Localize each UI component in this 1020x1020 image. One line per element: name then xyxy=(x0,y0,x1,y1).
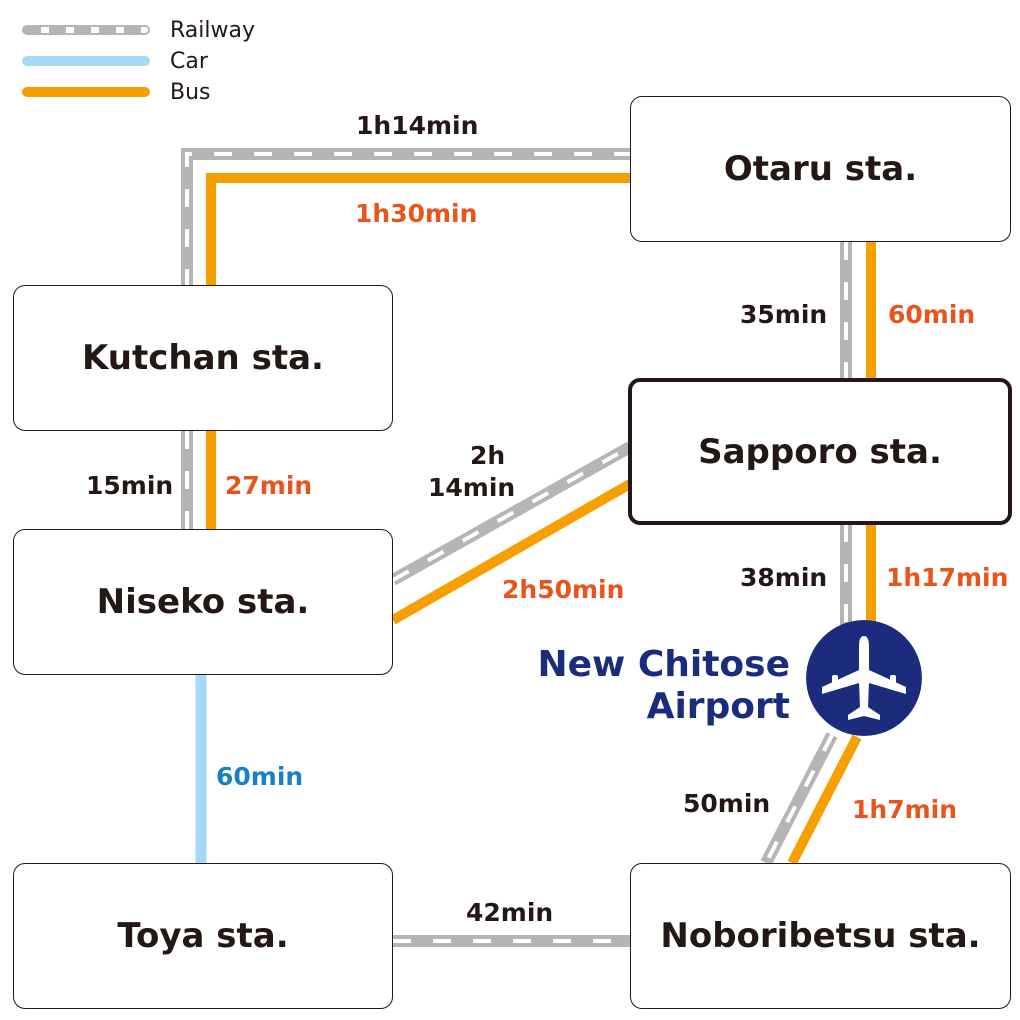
legend-item-bus: Bus xyxy=(22,79,211,105)
time-label-airport-noboribetsu-railway: 50min xyxy=(683,789,771,818)
airport-name-line1: New Chitose xyxy=(537,644,790,685)
legend-label: Railway xyxy=(170,17,256,43)
time-label-kutchan-niseko-railway: 15min xyxy=(86,471,174,500)
legend-label: Car xyxy=(170,48,208,74)
car-swatch xyxy=(22,56,150,66)
station-niseko[interactable]: Niseko sta. xyxy=(13,529,393,675)
airport-name: New Chitose Airport xyxy=(500,644,790,728)
time-label-niseko-sapporo-railway-1: 2h xyxy=(470,441,506,470)
station-kutchan[interactable]: Kutchan sta. xyxy=(13,285,393,431)
route-airport-noboribetsu-bus xyxy=(787,734,862,866)
legend-label: Bus xyxy=(170,79,211,105)
station-sapporo[interactable]: Sapporo sta. xyxy=(628,378,1012,525)
time-label-otaru-sapporo-bus: 60min xyxy=(888,300,976,329)
station-otaru[interactable]: Otaru sta. xyxy=(630,96,1011,242)
route-airport-noboribetsu-railway xyxy=(760,732,838,866)
legend-item-railway: Railway xyxy=(22,17,256,43)
time-label-niseko-sapporo-bus: 2h50min xyxy=(502,575,625,604)
time-label-sapporo-airport-bus: 1h17min xyxy=(886,563,1009,592)
time-label-kutchan-niseko-bus: 27min xyxy=(225,471,313,500)
time-label-kutchan-otaru-bus: 1h30min xyxy=(355,199,478,228)
time-label-otaru-sapporo-railway: 35min xyxy=(740,300,828,329)
station-noboribetsu[interactable]: Noboribetsu sta. xyxy=(630,863,1011,1009)
time-label-niseko-sapporo-railway-2: 14min xyxy=(428,473,516,502)
airplane-icon[interactable] xyxy=(806,620,922,736)
legend-item-car: Car xyxy=(22,48,208,74)
time-label-sapporo-airport-railway: 38min xyxy=(740,563,828,592)
railway-swatch xyxy=(22,25,150,35)
route-kutchan-otaru-railway xyxy=(181,148,630,287)
time-label-kutchan-otaru-railway: 1h14min xyxy=(356,111,479,140)
time-label-niseko-toya-car: 60min xyxy=(216,762,304,791)
bus-swatch xyxy=(22,87,150,97)
time-label-toya-noboribetsu-railway: 42min xyxy=(466,898,554,927)
airport-name-line2: Airport xyxy=(646,686,790,727)
station-toya[interactable]: Toya sta. xyxy=(13,863,393,1009)
time-label-airport-noboribetsu-bus: 1h7min xyxy=(852,795,958,824)
route-niseko-sapporo-railway xyxy=(390,441,633,586)
route-niseko-sapporo-bus xyxy=(390,479,633,625)
route-kutchan-otaru-bus xyxy=(206,173,630,287)
